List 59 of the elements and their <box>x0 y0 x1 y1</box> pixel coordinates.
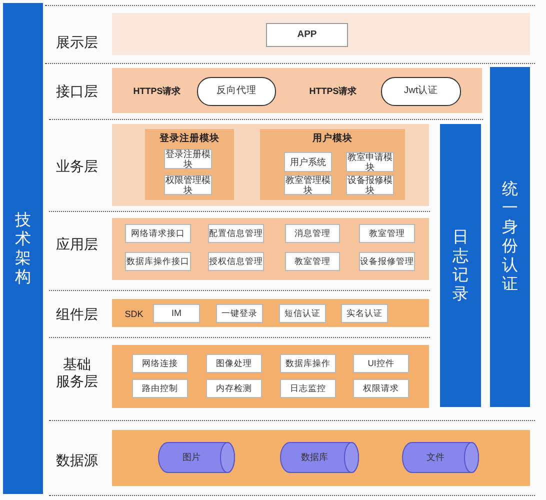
band-label: HTTPS请求 <box>133 86 181 96</box>
module-box: APP <box>266 23 348 47</box>
module-box: 短信认证 <box>279 304 326 323</box>
module-box: 实名认证 <box>341 304 388 323</box>
bar-title: 日志记录 <box>452 228 469 304</box>
module-box: 图像处理 <box>206 354 262 373</box>
module-box: 用户系统 <box>284 152 332 172</box>
rounded-box: Jwt认证 <box>381 77 461 106</box>
module-box: 内存检测 <box>206 379 262 398</box>
module-box: 教室申请模块 <box>346 152 394 172</box>
module-box: 一键登录 <box>216 304 263 323</box>
module-box: 数据库操作接口 <box>125 252 191 271</box>
module-group <box>260 129 405 200</box>
module-box: 网络连接 <box>132 354 188 373</box>
layer-label: 业务层 <box>56 158 98 174</box>
module-box: UI控件 <box>353 354 409 373</box>
layer-label: 基础服务层 <box>56 356 98 390</box>
group-title: 登录注册模块 <box>160 134 220 144</box>
cylinder-label: 数据库 <box>301 452 328 463</box>
module-box: 教室管理模块 <box>284 175 332 195</box>
vertical-bar <box>490 67 530 407</box>
layer-label: 数据源 <box>56 452 98 468</box>
vertical-bar <box>440 124 481 407</box>
module-box: 网络请求接口 <box>125 224 191 243</box>
layer-label: 应用层 <box>56 236 98 252</box>
rounded-box: 反向代理 <box>197 77 276 106</box>
module-box: 设备报修管理 <box>359 252 415 271</box>
layer-band <box>112 218 429 280</box>
module-box: IM <box>153 304 200 323</box>
layer-band <box>112 124 429 206</box>
band-label: HTTPS请求 <box>309 86 357 96</box>
module-box: 登录注册模块 <box>164 149 212 169</box>
layer-band <box>112 13 530 55</box>
vertical-bar <box>3 3 43 494</box>
layer-label: 展示层 <box>56 34 98 50</box>
layer-label: 组件层 <box>56 306 98 322</box>
layer-band <box>112 299 429 327</box>
module-box: 教室管理 <box>359 224 415 243</box>
layer-band <box>112 345 429 408</box>
module-box: 数据库操作 <box>280 354 336 373</box>
module-box: 权限请求 <box>353 379 409 398</box>
layer-band <box>112 68 482 113</box>
module-box: 配置信息管理 <box>208 224 264 243</box>
bar-title: 统一身份认证 <box>502 180 518 294</box>
module-box: 授权信息管理 <box>208 252 264 271</box>
layer-band <box>112 430 530 486</box>
module-box: 教室管理 <box>285 252 340 271</box>
layer-label: 接口层 <box>56 82 98 100</box>
bar-title: 技术架构 <box>14 210 32 286</box>
module-group <box>145 129 234 200</box>
module-box: 设备报修模块 <box>346 175 394 195</box>
cylinder-label: 文件 <box>426 452 444 463</box>
band-label: SDK <box>124 308 144 320</box>
module-box: 路由控制 <box>132 379 188 398</box>
module-box: 消息管理 <box>285 224 340 243</box>
group-title: 用户模块 <box>312 134 352 144</box>
cylinder-label: 图片 <box>182 452 200 463</box>
module-box: 权限管理模块 <box>164 175 212 195</box>
module-box: 日志监控 <box>280 379 336 398</box>
